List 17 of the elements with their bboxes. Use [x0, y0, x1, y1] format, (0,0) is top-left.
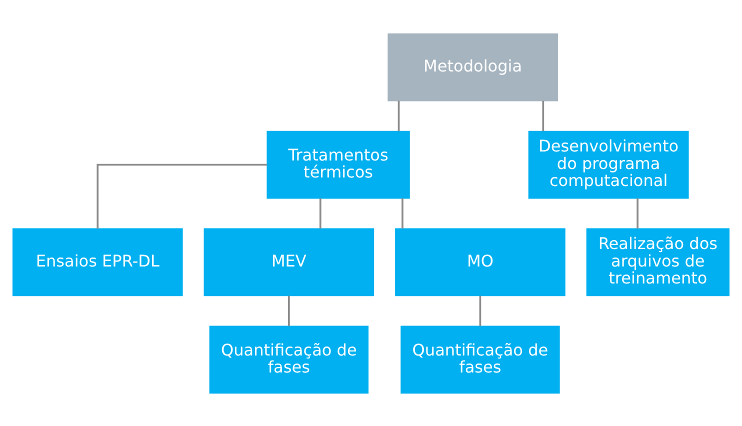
node-box: Ensaios EPR-DL: [12, 228, 183, 296]
connector: [636, 198, 638, 228]
connector: [288, 295, 290, 326]
connector: [402, 198, 404, 228]
node-box: Realização dos arquivos de treinamento: [586, 228, 730, 296]
node-box: Quantificação de fases: [209, 325, 369, 394]
node-box: Tratamentos térmicos: [266, 130, 410, 198]
connector: [319, 198, 322, 228]
connector: [542, 100, 544, 131]
node-box: Quantificação de fases: [400, 325, 560, 394]
connector: [398, 100, 400, 131]
node-box: Desenvolvimento do programa computacional: [528, 130, 689, 198]
node-box: Metodologia: [388, 32, 558, 101]
connector: [479, 295, 482, 326]
connector: [96, 163, 268, 228]
node-box: MO: [395, 228, 566, 296]
node-box: MEV: [204, 228, 374, 296]
